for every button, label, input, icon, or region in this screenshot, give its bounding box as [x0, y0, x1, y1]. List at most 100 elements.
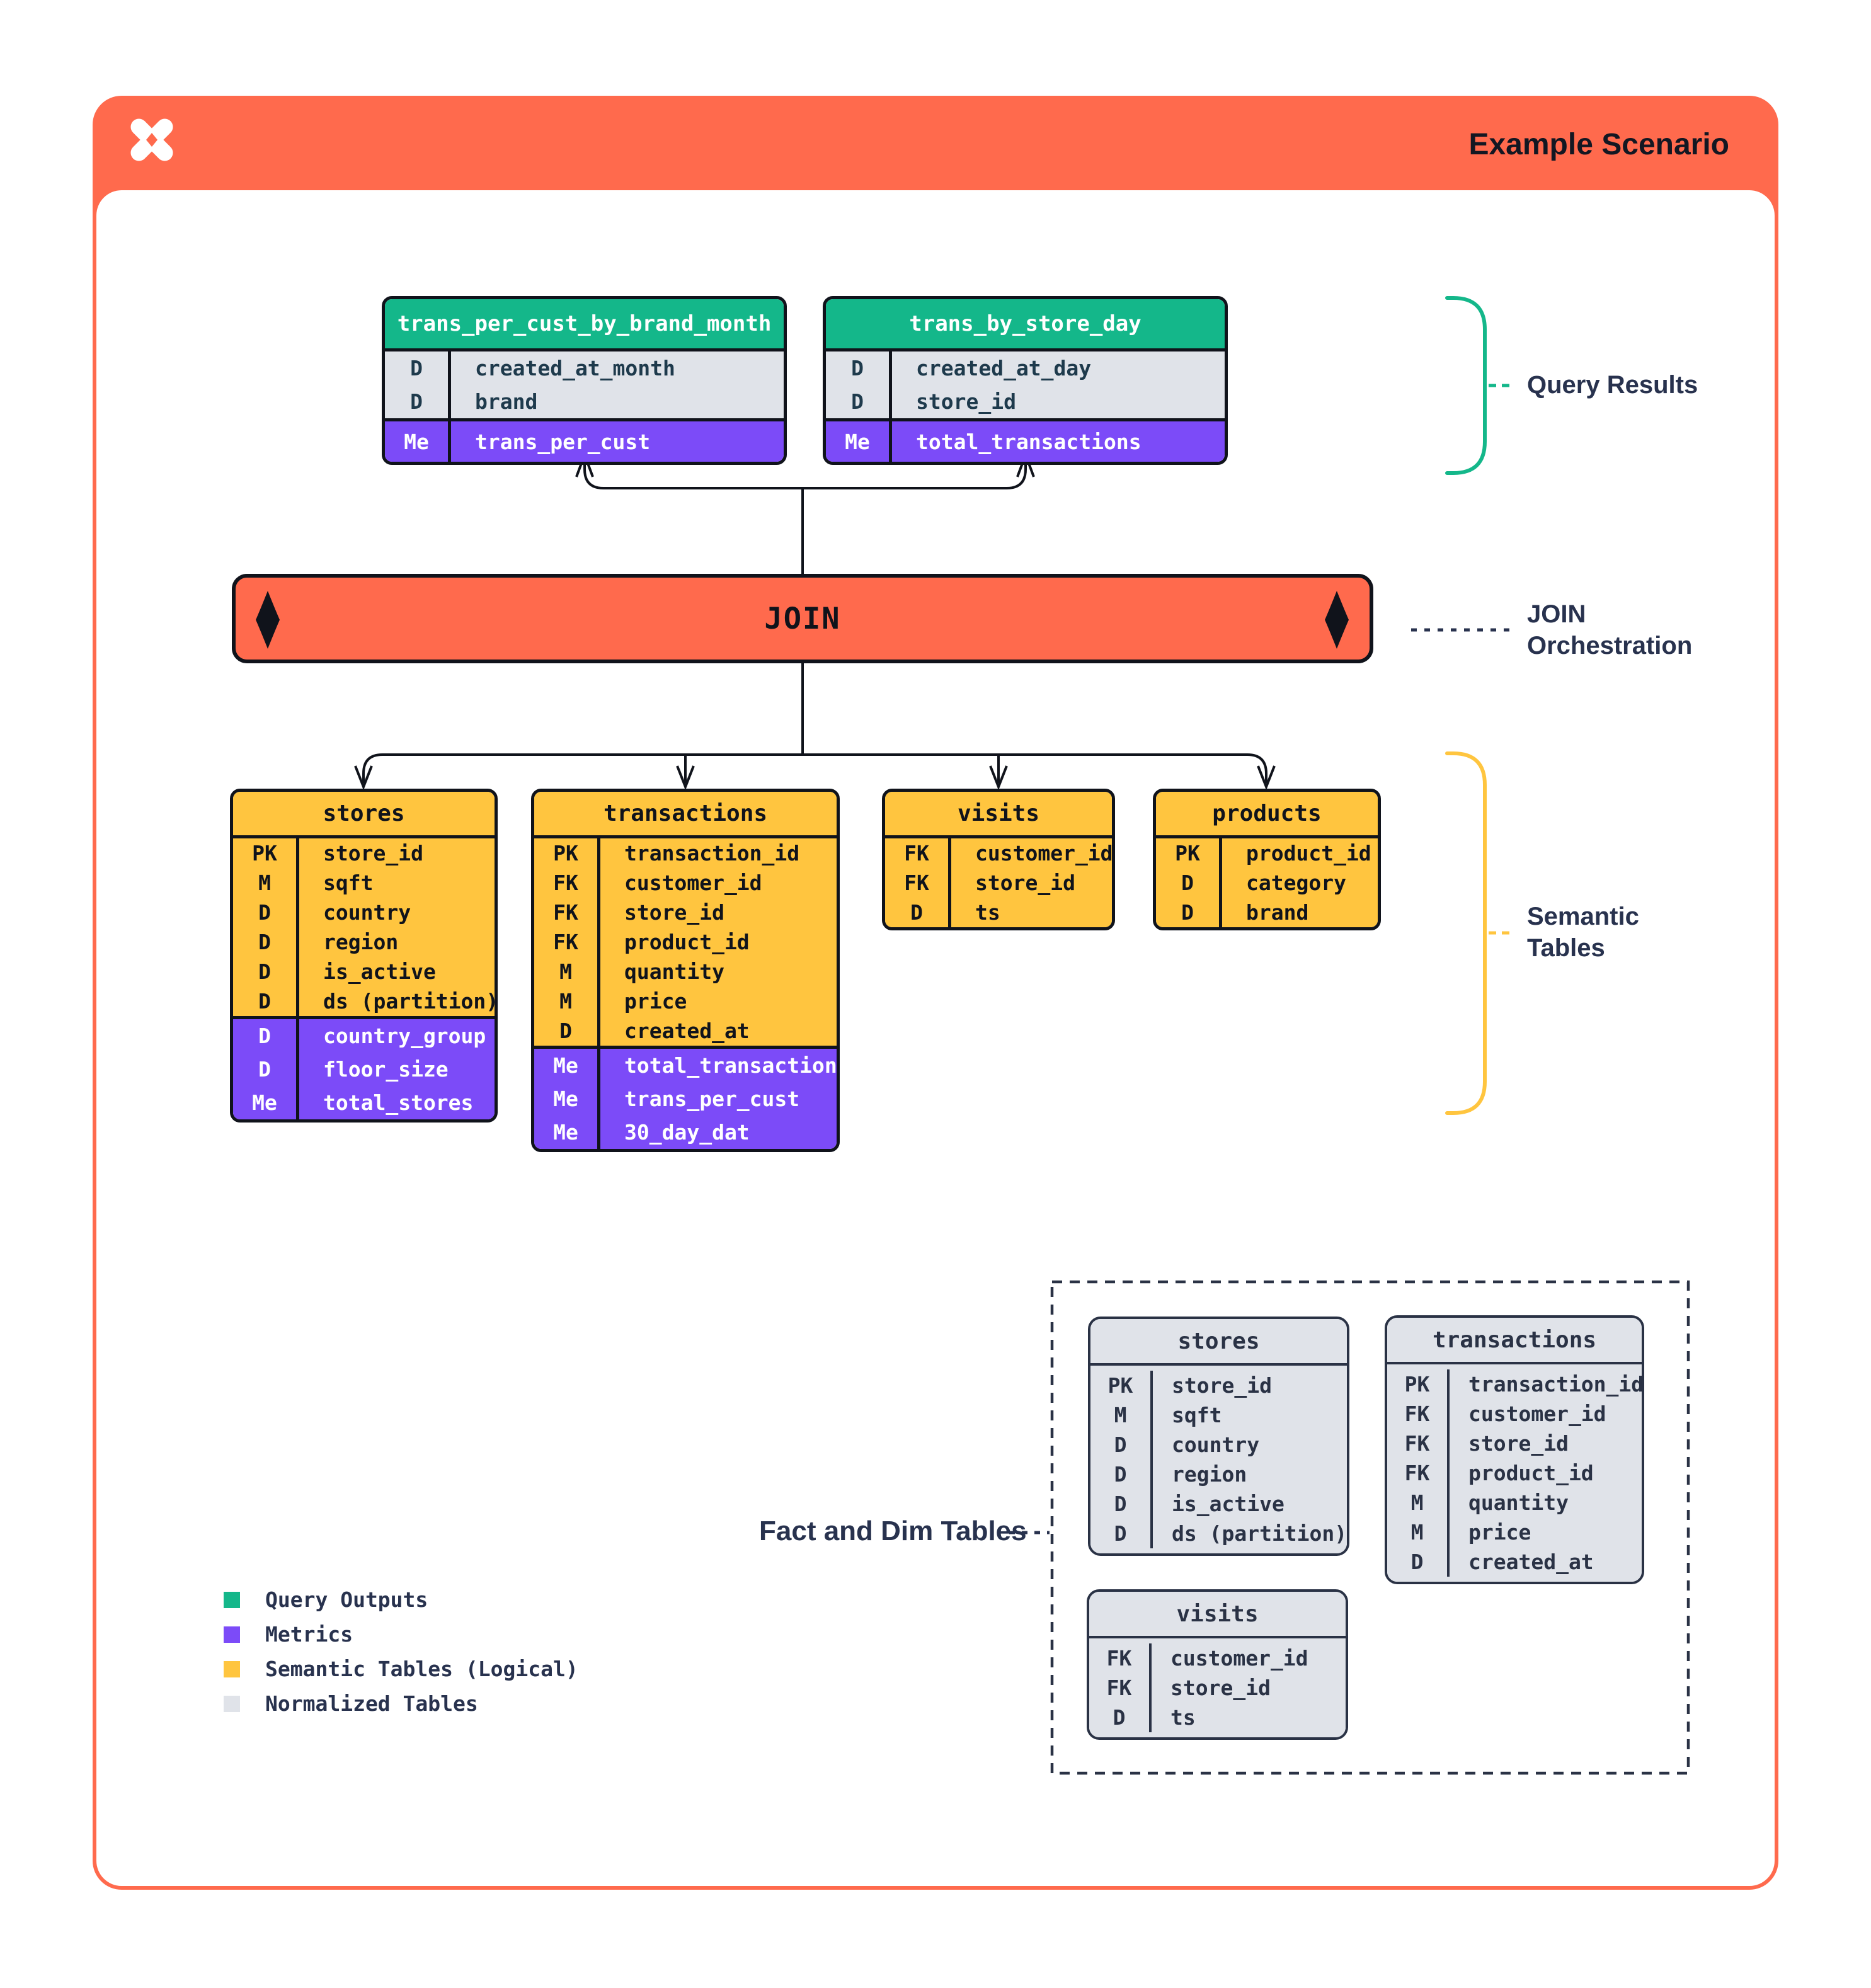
legend-swatch-icon	[224, 1626, 240, 1643]
row-field: price	[1468, 1520, 1531, 1545]
row-tag: FK	[1387, 1429, 1450, 1458]
row-tag: PK	[1090, 1371, 1153, 1400]
row-field: customer_id	[624, 871, 762, 895]
row-tag: FK	[885, 838, 951, 868]
table-row: FK product_id	[534, 927, 837, 957]
row-tag: M	[233, 868, 299, 898]
row-tag: PK	[1156, 838, 1222, 868]
row-field: is_active	[1172, 1492, 1285, 1516]
row-field: region	[323, 930, 399, 954]
row-tag: D	[233, 927, 299, 957]
row-tag: M	[1387, 1517, 1450, 1547]
legend-swatch-icon	[224, 1591, 240, 1608]
page-title: Example Scenario	[1468, 128, 1729, 161]
row-field: created_at	[624, 1019, 750, 1043]
legend-item: Normalized Tables	[224, 1686, 578, 1721]
row-tag: D	[1156, 898, 1222, 927]
row-field: store_id	[1468, 1431, 1569, 1456]
row-field: ds (partition)	[1172, 1521, 1347, 1546]
row-field: quantity	[1468, 1490, 1569, 1515]
row-field: total_transactions	[624, 1053, 840, 1078]
row-field: product_id	[624, 930, 750, 954]
row-field: region	[1172, 1462, 1247, 1487]
row-field: ts	[1170, 1705, 1196, 1730]
row-field: store_id	[1172, 1373, 1272, 1398]
row-field: trans_per_cust	[475, 429, 651, 454]
row-tag: D	[233, 1053, 299, 1086]
table-row: FK store_id	[1387, 1429, 1642, 1458]
row-tag: D	[233, 986, 299, 1016]
row-tag: M	[1090, 1400, 1153, 1430]
legend-label: Normalized Tables	[265, 1691, 478, 1716]
row-field: customer_id	[1170, 1646, 1308, 1671]
table-row: Me total_transactions	[534, 1046, 837, 1082]
legend-label: Query Outputs	[265, 1587, 428, 1612]
semantic-tables-line1: Semantic	[1527, 903, 1639, 930]
row-tag: FK	[1387, 1458, 1450, 1488]
row-field: brand	[475, 389, 538, 414]
table-title: transactions	[534, 792, 837, 838]
row-tag: D	[233, 957, 299, 986]
row-tag: D	[385, 385, 451, 418]
row-tag: D	[233, 898, 299, 927]
join-orchestration-line2: Orchestration	[1527, 632, 1693, 660]
row-field: store_id	[624, 900, 724, 925]
row-tag: D	[1090, 1460, 1153, 1489]
row-field: store_id	[323, 841, 423, 865]
join-bar: JOIN	[232, 574, 1373, 663]
row-tag: Me	[534, 1082, 600, 1116]
row-tag: PK	[233, 838, 299, 868]
legend-swatch-icon	[224, 1695, 240, 1712]
row-tag: FK	[534, 927, 600, 957]
row-field: product_id	[1246, 841, 1371, 865]
row-tag: D	[826, 351, 892, 385]
row-field: floor_size	[323, 1057, 449, 1082]
row-field: store_id	[1170, 1676, 1271, 1700]
table-row: PK product_id	[1156, 838, 1378, 868]
row-field: customer_id	[975, 841, 1113, 865]
row-tag: D	[385, 351, 451, 385]
row-field: price	[624, 989, 687, 1014]
legend-label: Semantic Tables (Logical)	[265, 1657, 578, 1681]
join-orchestration-line1: JOIN	[1527, 600, 1586, 628]
table-row: PK store_id	[1090, 1371, 1347, 1400]
join-label: JOIN	[764, 601, 841, 636]
row-tag: Me	[534, 1049, 600, 1082]
row-tag: D	[1090, 1430, 1153, 1460]
row-tag: FK	[885, 868, 951, 898]
row-field: ds (partition)	[323, 989, 498, 1014]
row-tag: PK	[1387, 1369, 1450, 1399]
row-tag: D	[1090, 1519, 1153, 1548]
table-title: visits	[1089, 1592, 1346, 1638]
table-title: stores	[1090, 1319, 1347, 1366]
row-field: sqft	[323, 871, 374, 895]
